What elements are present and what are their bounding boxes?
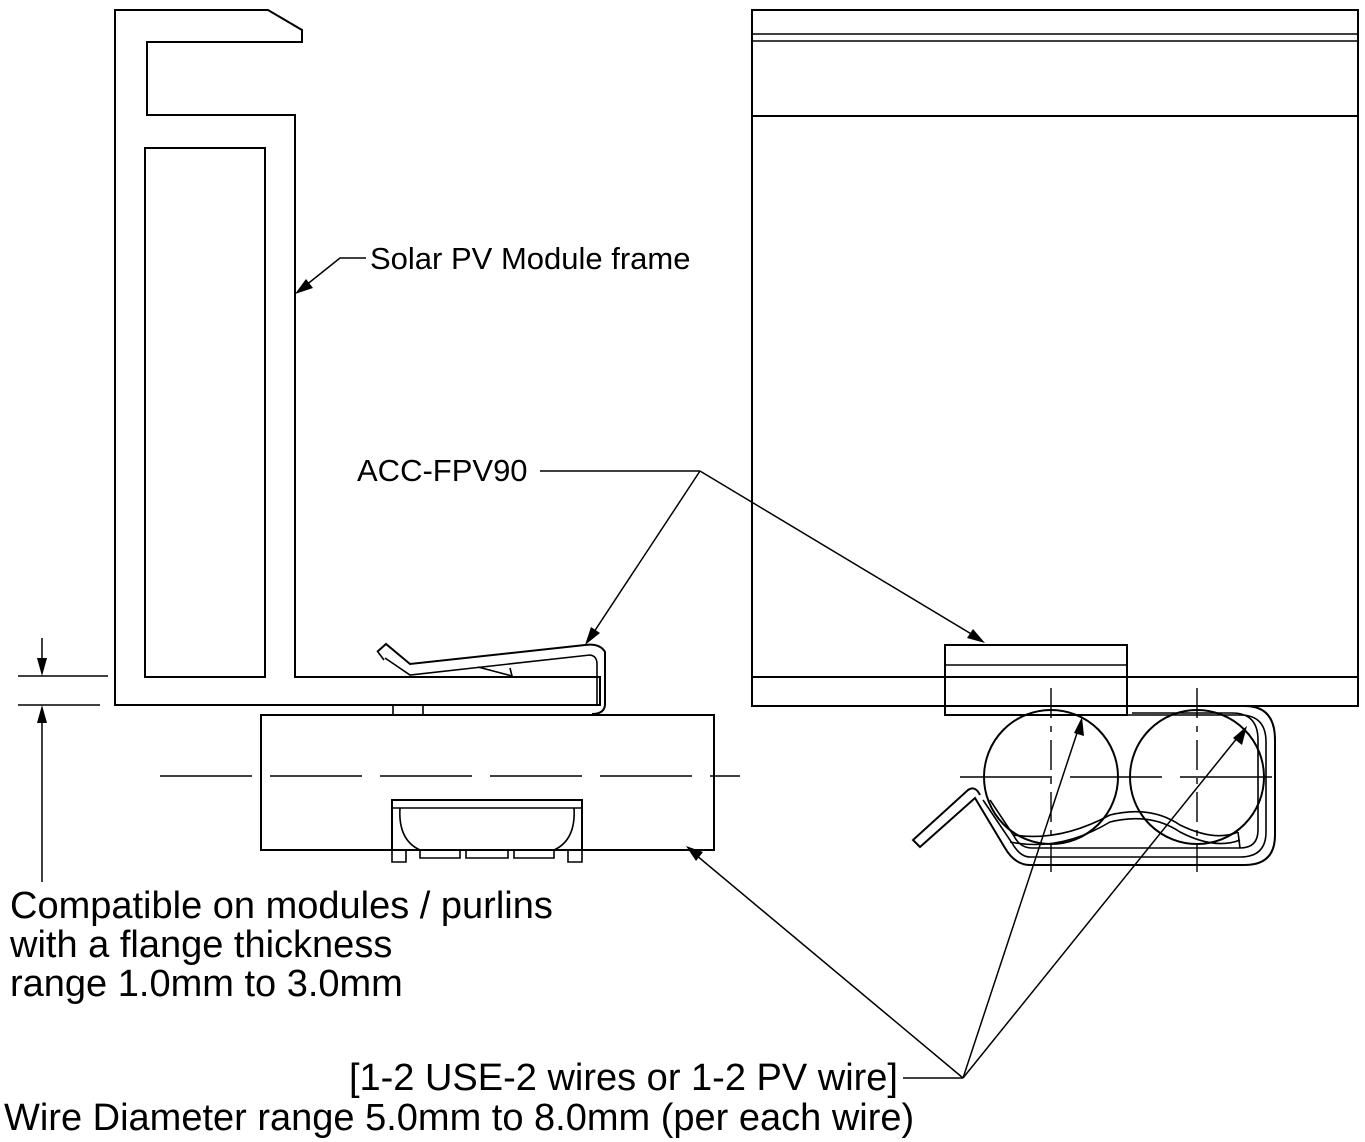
leader-wires xyxy=(686,717,1247,1079)
module-frame-label: Solar PV Module frame xyxy=(370,241,690,276)
clip-block-right xyxy=(944,644,1128,716)
wire-centerlines xyxy=(960,688,1290,872)
module-side-view xyxy=(751,9,1359,707)
compatibility-line-1: Compatible on modules / purlins xyxy=(10,885,553,927)
clip-part-label: ACC-FPV90 xyxy=(357,453,528,488)
wires-label: [1-2 USE-2 wires or 1-2 PV wire] xyxy=(349,1057,898,1099)
wire-diameter-label: Wire Diameter range 5.0mm to 8.0mm (per … xyxy=(4,1097,914,1139)
leader-module-frame xyxy=(295,257,366,294)
wire-holder-right xyxy=(911,705,1276,866)
compatibility-line-3: range 1.0mm to 3.0mm xyxy=(10,963,403,1005)
purlin-block-left xyxy=(160,714,740,863)
module-frame-profile xyxy=(114,9,601,706)
leader-clip xyxy=(540,470,985,645)
compatibility-line-2: with a flange thickness xyxy=(9,924,392,966)
flange-thickness-dimension xyxy=(18,638,108,882)
